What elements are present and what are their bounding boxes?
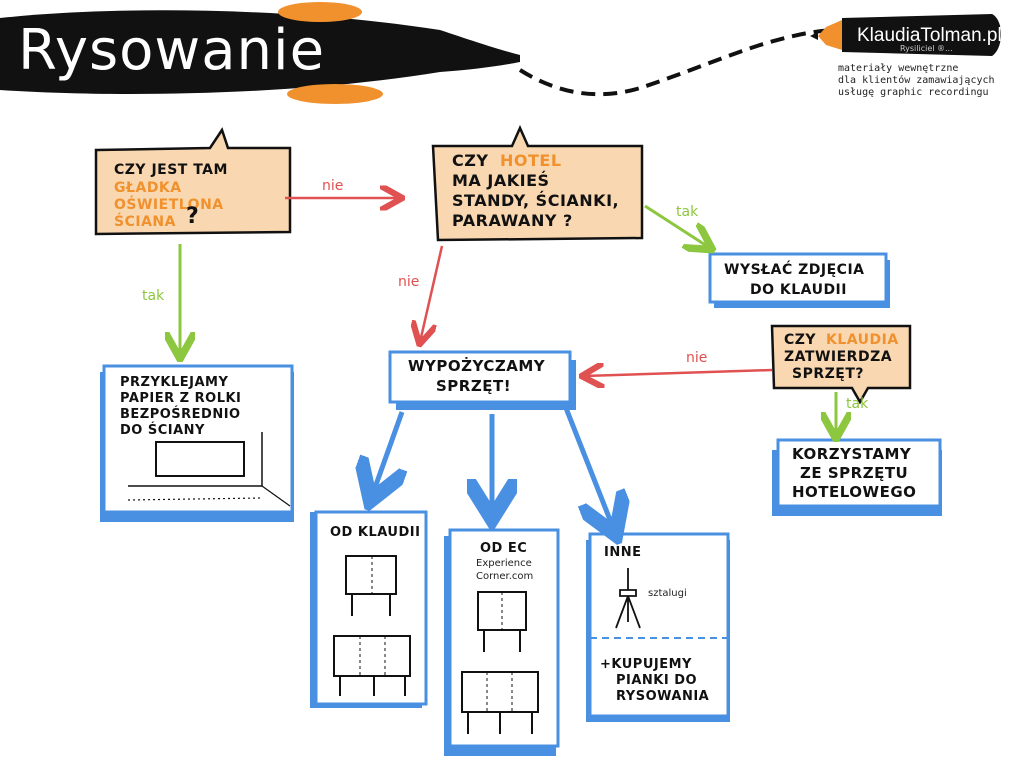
q-klaudia-highlight: Klaudia	[826, 332, 899, 348]
hotel-equipment-line2: ze sprzętu	[800, 464, 909, 482]
stick-paper-line1: Przyklejamy	[120, 375, 229, 390]
other-buy-line2: pianki do	[616, 673, 698, 688]
rent-box	[388, 350, 576, 410]
other-buy-line3: rysowania	[616, 689, 710, 704]
q-hotel-line2: Ma jakieś	[452, 171, 550, 190]
q-klaudia-line3: sprzęt?	[792, 366, 865, 382]
rent-line1: Wypożyczamy	[408, 357, 546, 375]
other-buy-line1: +Kupujemy	[600, 657, 692, 672]
q-wall-question-mark: ?	[186, 204, 200, 229]
stick-paper-line4: do ściany	[120, 423, 205, 438]
brand-logo: KlaudiaTolman.pl	[857, 25, 1002, 46]
arrow-hotel-nie	[420, 245, 444, 342]
stick-paper-line2: papier z rolki	[120, 391, 242, 406]
send-photos-line2: do Klaudii	[750, 282, 847, 298]
q-wall-line4: ściana	[114, 214, 176, 230]
q-hotel-line3: standy, ścianki,	[452, 191, 620, 210]
page-title: Rysowanie	[18, 18, 326, 83]
brand-subtitle: Rysiliciel ®...	[900, 44, 953, 53]
send-photos-line1: Wysłać zdjęcia	[724, 262, 865, 278]
q-wall-line3: oświetlona	[114, 197, 224, 213]
arrow-klaudia-nie	[584, 370, 773, 376]
q-wall-line2: Gładka	[114, 180, 182, 196]
note-line: materiały wewnętrzne	[838, 63, 959, 74]
q-klaudia-box	[770, 324, 912, 405]
arrow-hotel-tak	[644, 204, 710, 248]
edge-label-nie-hotel: nie	[398, 274, 420, 290]
title-marker-graphic	[0, 2, 841, 104]
q-hotel-highlight: Hotel	[500, 151, 562, 170]
stick-paper-box	[100, 364, 294, 522]
from-ec-sub2: Corner.com	[476, 571, 534, 582]
other-title: Inne	[604, 545, 642, 560]
from-ec-box	[444, 528, 560, 756]
note-line: usługę graphic recordingu	[838, 87, 989, 98]
rent-line2: sprzęt!	[436, 377, 512, 395]
other-box	[586, 532, 730, 722]
q-hotel-line4: parawany ?	[452, 211, 573, 230]
hotel-equipment-line3: hotelowego	[792, 483, 917, 501]
edge-label-tak-hotel: tak	[676, 204, 699, 220]
edge-label-tak-wall: tak	[142, 288, 165, 304]
edge-label-nie-klaudia: nie	[686, 350, 708, 366]
q-hotel-box	[431, 124, 644, 242]
edge-label-tak-klaudia: tak	[846, 396, 869, 412]
q-klaudia-line1: Czy	[784, 332, 817, 348]
other-easel-label: sztalugi	[648, 588, 687, 599]
from-klaudia-title: Od Klaudii	[330, 525, 421, 540]
send-photos-box	[708, 252, 890, 308]
q-klaudia-line2: zatwierdza	[784, 349, 893, 365]
from-ec-sub1: Experience	[476, 558, 532, 569]
q-wall-line1: Czy jest tam	[114, 162, 228, 178]
from-ec-title: Od EC	[480, 541, 528, 556]
header-note: materiały wewnętrzne dla klientów zamawi…	[838, 63, 1023, 99]
q-hotel-line1: Czy	[452, 151, 489, 170]
hotel-equipment-line1: Korzystamy	[792, 445, 912, 463]
arrow-rent-klaudia	[372, 411, 402, 496]
edge-label-nie-wall: nie	[322, 178, 344, 194]
hotel-equipment-box	[772, 438, 942, 516]
note-line: dla klientów zamawiających	[838, 75, 995, 86]
stick-paper-line3: bezpośrednio	[120, 407, 241, 422]
from-klaudia-box	[310, 510, 428, 708]
brand-marker-graphic	[810, 14, 1001, 56]
arrow-rent-other	[563, 407, 614, 530]
q-wall-box	[94, 127, 292, 236]
